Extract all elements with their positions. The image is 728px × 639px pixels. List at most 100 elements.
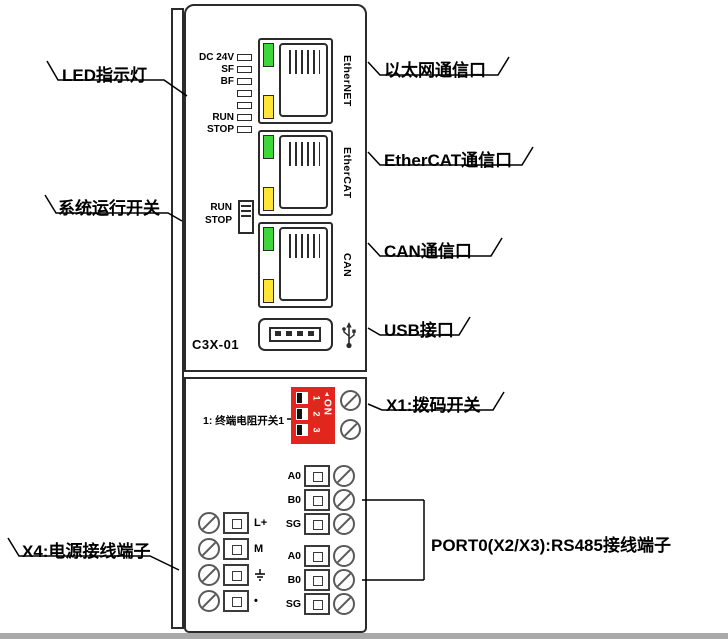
rj45-jack-icon [279, 227, 328, 301]
terminal-clamp-icon [304, 489, 330, 511]
earth-ground-icon [254, 568, 278, 582]
link-led-icon [263, 135, 274, 159]
terminal-screw-icon [333, 513, 355, 535]
callout-can: CAN通信口 [384, 242, 472, 261]
usb-receptacle-icon [269, 327, 321, 342]
terminal-clamp-icon [304, 465, 330, 487]
led-label: SF [221, 63, 234, 75]
led-indicator-icon [237, 113, 252, 121]
led-row: BF [190, 75, 252, 87]
terminal-clamp-icon [223, 564, 249, 586]
terminating-resistor-note: 1: 终端电阻开关1 [203, 415, 285, 427]
terminal-label: SG [285, 598, 301, 610]
switch-slider-icon [241, 205, 251, 220]
terminal-clamp-icon [223, 590, 249, 612]
terminal-label: A0 [287, 470, 301, 482]
dip-switch-1 [296, 392, 308, 404]
terminal-label: • [254, 595, 258, 607]
led-indicator-icon [237, 101, 252, 109]
dip-knob-icon [297, 425, 302, 435]
ethernet-port [258, 38, 333, 124]
callout-dip: X1:拨码开关 [386, 396, 481, 415]
usb-contacts-icon [275, 331, 315, 336]
terminal-label: SG [285, 518, 301, 530]
terminal-screw-icon [198, 538, 220, 560]
rs485-terminal-row: A0 [277, 545, 355, 567]
terminal-screw-icon [198, 564, 220, 586]
dip-number: 2 [311, 411, 322, 417]
led-indicator-icon [237, 53, 252, 61]
rs485-terminal-row: B0 [277, 569, 355, 591]
dip-knob-icon [297, 393, 302, 403]
callout-run-switch: 系统运行开关 [58, 199, 160, 218]
power-terminal-row: L+ [198, 512, 278, 534]
terminal-clamp-icon [304, 513, 330, 535]
terminal-label: M [254, 543, 264, 555]
led-row: STOP [190, 123, 252, 135]
terminal-clamp-icon [304, 593, 330, 615]
terminal-label: L+ [254, 517, 268, 529]
rj45-pins-icon [289, 234, 320, 258]
rj45-jack-icon [279, 135, 328, 209]
dip-switch-2 [296, 408, 308, 420]
dip-number: 3 [311, 427, 322, 433]
din-rail [171, 8, 184, 629]
terminal-screw-icon [333, 569, 355, 591]
led-row: RUN [190, 111, 252, 123]
can-port [258, 222, 333, 308]
power-terminal-row [198, 564, 278, 586]
led-indicator-icon [237, 89, 252, 97]
screw-icon [340, 419, 361, 440]
stop-switch-label: STOP [204, 215, 232, 226]
terminal-clamp-icon [223, 512, 249, 534]
dip-on-marking: ▲ ON [321, 391, 333, 440]
callout-ethercat: EtherCAT通信口 [384, 151, 513, 170]
led-indicator-icon [237, 125, 252, 133]
terminal-label: B0 [287, 494, 301, 506]
led-indicator-icon [237, 77, 252, 85]
terminal-screw-icon [198, 512, 220, 534]
usb-port [258, 318, 333, 351]
ethercat-port-label: EtherCAT [341, 147, 353, 199]
dip-number: 1 [311, 395, 322, 401]
callout-ethernet: 以太网通信口 [384, 61, 486, 80]
activity-led-icon [263, 279, 274, 303]
terminal-clamp-icon [223, 538, 249, 560]
callout-power: X4:电源接线端子 [22, 542, 151, 561]
dip-knob-icon [297, 409, 302, 419]
can-port-label: CAN [341, 252, 353, 278]
rs485-terminal-row: B0 [277, 489, 355, 511]
led-row [190, 87, 252, 99]
dip-on-arrow-icon: ▲ [323, 391, 331, 398]
activity-led-icon [263, 95, 274, 119]
led-label: STOP [206, 123, 234, 135]
ethernet-port-label: EtherNET [341, 55, 353, 107]
module-divider [184, 370, 367, 379]
usb-trident-icon [342, 322, 356, 349]
link-led-icon [263, 227, 274, 251]
dip-switch-x1: 1 2 3 ▲ ON [291, 387, 335, 444]
led-row [190, 99, 252, 111]
rj45-pins-icon [289, 142, 320, 166]
activity-led-icon [263, 187, 274, 211]
leader-rs485-bracket [362, 499, 425, 581]
link-led-icon [263, 43, 274, 67]
led-label: BF [220, 75, 234, 87]
power-terminal-row: M [198, 538, 278, 560]
callout-usb: USB接口 [384, 321, 454, 340]
terminal-clamp-icon [304, 569, 330, 591]
led-row: DC 24V [190, 51, 252, 63]
dip-switch-3 [296, 424, 308, 436]
dip-on-label: ON [321, 399, 333, 416]
terminal-clamp-icon [304, 545, 330, 567]
led-label: DC 24V [198, 51, 234, 63]
callout-rs485: PORT0(X2/X3):RS485接线端子 [431, 536, 671, 555]
rs485-terminal-row: A0 [277, 465, 355, 487]
rj45-jack-icon [279, 43, 328, 117]
terminal-screw-icon [198, 590, 220, 612]
model-label: C3X-01 [192, 337, 240, 352]
led-indicator-icon [237, 65, 252, 73]
terminal-label: A0 [287, 550, 301, 562]
led-row: SF [190, 63, 252, 75]
